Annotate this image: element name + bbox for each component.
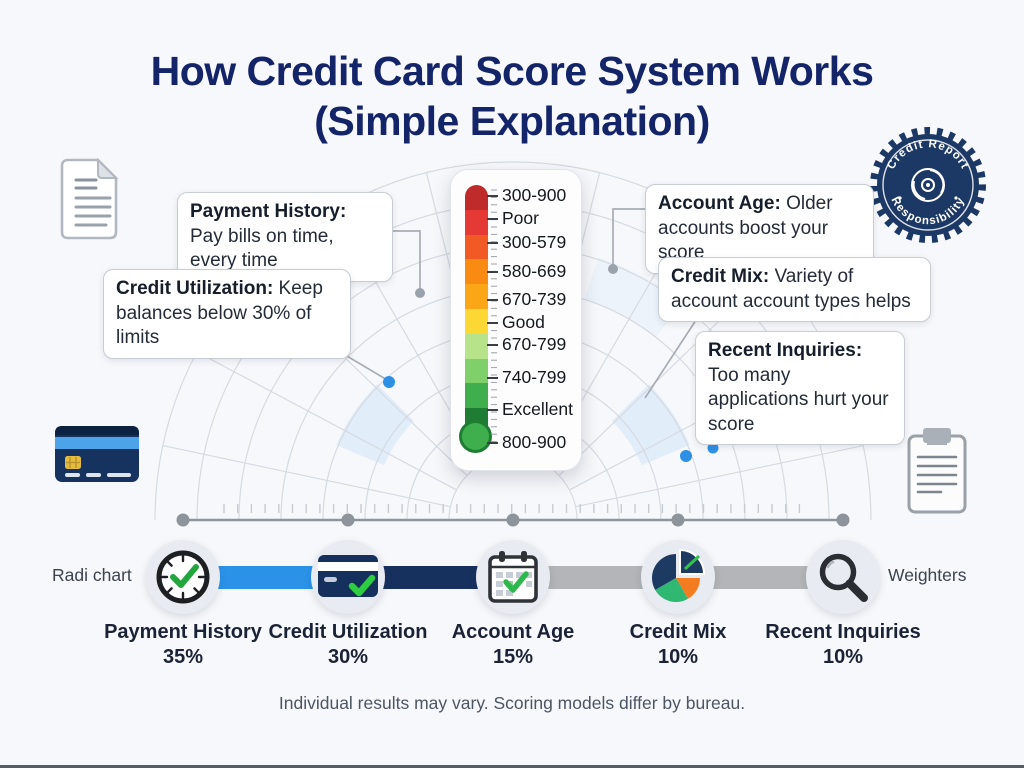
thermometer-segment (465, 185, 488, 210)
thermometer-ticks (487, 189, 498, 444)
thermometer-segment (465, 308, 488, 334)
callout-credit-utilization: Credit Utilization: Keep balances below … (103, 269, 351, 359)
thermometer-bulb (459, 420, 492, 453)
connector-line (644, 313, 701, 399)
scale-label: 800-900 (502, 432, 567, 452)
node-dot-gray (608, 264, 618, 274)
ruler-ticks (223, 504, 801, 513)
factor-circle-payment-history (146, 540, 220, 614)
thermometer-segment (465, 284, 488, 309)
clock-check-icon (156, 550, 210, 604)
credit-report-responsibility-badge: Credit Report Responsibility (870, 127, 986, 243)
callout-label: Payment History: (190, 201, 347, 222)
scale-label: 670-799 (502, 334, 567, 354)
scale-label: 580-669 (502, 261, 567, 281)
scale-label: Good (502, 312, 545, 332)
node-dot-blue (383, 376, 395, 388)
thermometer-segment (465, 259, 488, 285)
credit-card-check-icon (318, 555, 378, 597)
scale-label: Excellent (502, 399, 574, 419)
factor-percent: 10% (657, 646, 699, 668)
thermometer-segment (465, 234, 488, 260)
bottom-edge-line (0, 765, 1024, 768)
scale-label: 740-799 (502, 367, 567, 387)
right-side-label: Weighters (888, 565, 967, 585)
callout-label: Credit Mix: (671, 266, 770, 287)
weight-bar-gray (708, 566, 813, 589)
scale-label: 300-900 (502, 185, 567, 205)
credit-card-icon (55, 426, 139, 482)
weight-bar-navy (378, 566, 483, 589)
radar-highlight-sector (336, 384, 415, 466)
callout-recent-inquiries: Recent Inquiries: Too many applications … (695, 331, 905, 445)
factor-circle-account-age (476, 540, 550, 614)
connector-line (612, 208, 645, 266)
radar-spoke (162, 444, 451, 508)
thermometer-segment (465, 358, 488, 384)
factor-circle-credit-utilization (311, 540, 385, 614)
document-icon (60, 157, 119, 240)
factor-percent: 10% (822, 646, 864, 668)
thermometer-segment (465, 383, 488, 409)
callout-label: Recent Inquiries: (708, 340, 863, 361)
timeline-dots (176, 513, 850, 527)
weight-bar-blue (213, 566, 318, 589)
page-title: How Credit Card Score System Works (Simp… (0, 46, 1024, 146)
radar-spoke (575, 444, 864, 508)
callout-label: Account Age: (658, 193, 781, 214)
node-dot-blue (707, 442, 719, 454)
radar-spoke (196, 351, 457, 491)
node-dot-blue (680, 450, 692, 462)
pie-chart-icon (651, 548, 706, 603)
callout-credit-mix: Credit Mix: Variety of account account t… (658, 257, 931, 322)
callout-label: Credit Utilization: (116, 278, 274, 299)
left-side-label: Radi chart (52, 565, 132, 585)
weight-bar-gray (543, 566, 648, 589)
node-dot-gray (415, 288, 425, 298)
magnifier-icon (819, 553, 868, 602)
factor-circle-credit-mix (641, 540, 715, 614)
radar-highlight-sector (611, 384, 690, 466)
factor-circle-recent-inquiries (806, 540, 880, 614)
factor-percent: 30% (327, 646, 369, 668)
factor-percent: 35% (162, 646, 204, 668)
radar-highlight-sector (584, 257, 683, 338)
factor-percent: 15% (492, 646, 534, 668)
scale-label: Poor (502, 208, 539, 228)
thermometer-segment (465, 209, 488, 235)
disclaimer-text: Individual results may vary. Scoring mod… (278, 693, 746, 713)
clipboard-icon (907, 428, 967, 514)
thermometer-segment (465, 333, 488, 359)
title-line1: How Credit Card Score System Works (150, 48, 874, 94)
scale-label: 670-739 (502, 289, 567, 309)
scale-label: 300-579 (502, 232, 567, 252)
title-line2: (Simple Explanation) (314, 98, 710, 144)
score-scale-panel: 300-900 Poor 300-579 580-669 670-739 Goo… (450, 169, 582, 471)
radar-arc (154, 161, 872, 520)
calendar-check-icon (488, 551, 538, 603)
badge-emblem-icon (911, 168, 945, 202)
callout-payment-history: Payment History: Pay bills on time, ever… (177, 192, 393, 282)
